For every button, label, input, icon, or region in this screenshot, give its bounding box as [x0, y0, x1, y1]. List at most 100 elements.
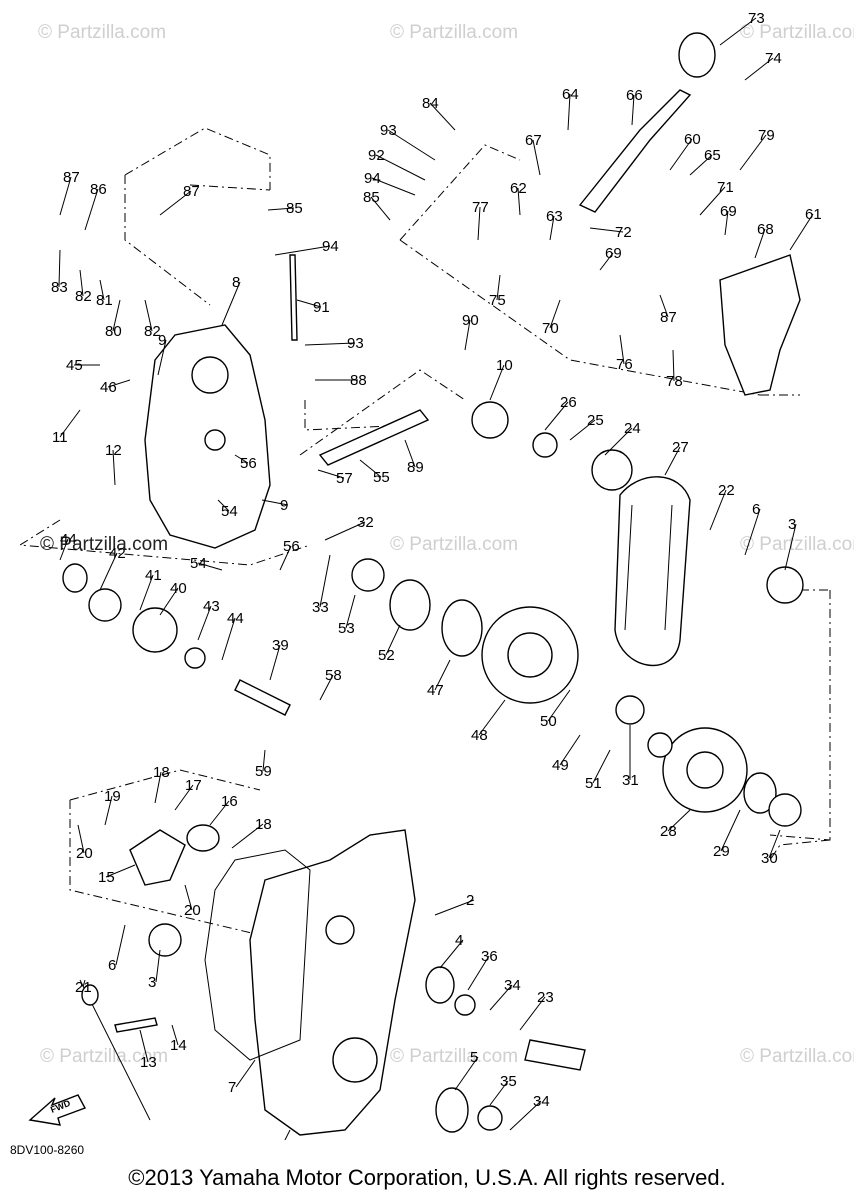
watermark: © Partzilla.com — [40, 1046, 168, 1067]
callout-number: 26 — [560, 394, 577, 411]
diagram-code: 8DV100-8260 — [10, 1143, 85, 1157]
callout-number: 9 — [158, 332, 166, 349]
shift-lever — [578, 89, 692, 213]
callout-number: 87 — [63, 169, 80, 186]
leader-line — [159, 190, 192, 216]
leader-line — [112, 299, 121, 332]
leader-line — [79, 269, 84, 297]
callout-number: 46 — [100, 379, 117, 396]
leader-line — [739, 134, 767, 171]
leader-line — [317, 469, 345, 479]
leader-line — [489, 984, 513, 1011]
callout-labels: 1233456678991011121314151617181819202021… — [51, 10, 822, 1110]
callout-number: 28 — [660, 823, 677, 840]
callout-number: 18 — [153, 764, 170, 781]
part-shapes — [62, 32, 804, 1136]
assembly-group-lines — [18, 127, 831, 936]
callout-number: 85 — [363, 189, 380, 206]
callout-number: 20 — [76, 845, 93, 862]
callout-number: 61 — [805, 206, 822, 223]
leader-line — [139, 574, 154, 611]
leader-line — [387, 129, 436, 161]
callout-number: 67 — [525, 132, 542, 149]
callout-number: 23 — [537, 989, 554, 1006]
callout-number: 76 — [616, 356, 633, 373]
leader-line — [262, 749, 266, 772]
callout-number: 86 — [90, 181, 107, 198]
callout-number: 81 — [96, 292, 113, 309]
callout-number: 92 — [368, 147, 385, 164]
callout-number: 36 — [481, 948, 498, 965]
leader-line — [404, 439, 416, 468]
callout-number: 10 — [496, 357, 513, 374]
leader-line — [789, 213, 814, 251]
leader-line — [157, 339, 167, 376]
callout-number: 44 — [60, 531, 77, 548]
leader-line — [464, 319, 471, 351]
callout-number: 15 — [98, 869, 115, 886]
leader-line — [324, 521, 366, 541]
callout-number: 5 — [470, 1049, 478, 1066]
leader-line — [720, 809, 741, 852]
leader-line — [784, 523, 797, 571]
watermark: © Partzilla.com — [390, 1046, 518, 1067]
callout-number: 35 — [500, 1073, 517, 1090]
drive-chain — [614, 476, 691, 667]
leader-line — [267, 207, 295, 211]
leader-line — [454, 1056, 479, 1091]
fwd-arrow-icon: FWD — [28, 1094, 86, 1126]
spring — [389, 579, 431, 631]
callout-number: 3 — [788, 516, 796, 533]
leader-line — [104, 795, 113, 826]
leader-line — [58, 249, 61, 288]
callout-number: 82 — [144, 323, 161, 340]
leader-line — [274, 245, 331, 256]
callout-number: 68 — [757, 221, 774, 238]
callout-number: 72 — [615, 224, 632, 241]
leader-line — [589, 227, 624, 233]
shift-bracket — [719, 254, 801, 396]
leader-line — [434, 899, 475, 916]
leader-line — [619, 334, 625, 365]
callout-number: 65 — [704, 147, 721, 164]
leader-line — [559, 734, 581, 766]
gasket — [204, 849, 311, 1061]
callout-number: 85 — [286, 200, 303, 217]
leader-line — [197, 605, 212, 641]
callout-number: 9 — [280, 497, 288, 514]
callout-number: 8 — [232, 274, 240, 291]
callout-number: 27 — [672, 439, 689, 456]
callout-number: 4 — [455, 932, 463, 949]
leader-line — [304, 342, 356, 346]
callout-number: 11 — [52, 429, 68, 446]
callout-number: 41 — [145, 567, 162, 584]
chain-case — [249, 829, 416, 1136]
callout-number: 51 — [585, 775, 602, 792]
leader-line — [319, 674, 334, 701]
callout-number: 88 — [350, 372, 367, 389]
callout-number: 69 — [605, 245, 622, 262]
watermark: © Partzilla.com — [740, 534, 854, 555]
callout-number: 66 — [626, 87, 643, 104]
callout-number: 94 — [322, 238, 339, 255]
leader-line — [231, 823, 264, 849]
leader-line — [235, 1059, 256, 1088]
callout-number: 70 — [542, 320, 559, 337]
callout-number: 77 — [472, 199, 489, 216]
leader-line — [217, 499, 230, 512]
leader-line — [279, 545, 292, 571]
callout-number: 63 — [546, 208, 563, 225]
watermark: © Partzilla.com — [38, 22, 166, 43]
leader-line — [517, 187, 521, 216]
leader-line — [569, 419, 596, 441]
leader-line — [269, 644, 281, 681]
leader-line — [667, 809, 691, 832]
callout-number: 39 — [272, 637, 289, 654]
watermark: © Partzilla.com — [390, 22, 518, 43]
leader-line — [669, 138, 693, 171]
callout-number: 90 — [462, 312, 479, 329]
callout-number: 18 — [255, 816, 272, 833]
leader-lines — [58, 17, 814, 1140]
leader-line — [77, 824, 85, 854]
